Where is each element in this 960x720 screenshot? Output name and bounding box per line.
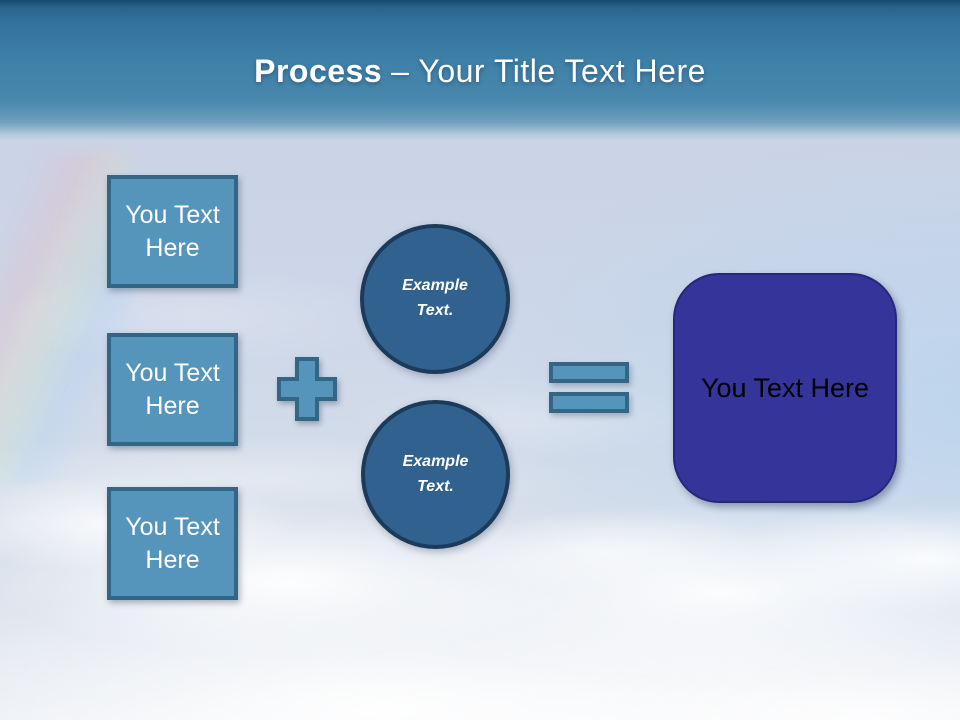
- result-box: You Text Here: [673, 273, 897, 503]
- input-box-3-label: You Text Here: [125, 513, 220, 574]
- input-box-3: You Text Here: [107, 487, 238, 600]
- input-box-2: You Text Here: [107, 333, 238, 446]
- title-keyword: Process: [254, 53, 383, 89]
- example-circle-2: Example Text.: [361, 400, 510, 549]
- result-box-label: You Text Here: [700, 372, 870, 403]
- slide-title: Process–Your Title Text Here: [0, 53, 960, 90]
- equals-icon: [549, 362, 629, 413]
- plus-icon: [277, 357, 337, 421]
- title-band: Process–Your Title Text Here: [0, 0, 960, 142]
- input-box-1: You Text Here: [107, 175, 238, 288]
- title-dash: –: [391, 53, 410, 89]
- example-circle-1: Example Text.: [360, 224, 510, 374]
- example-circle-2-label: Example Text.: [402, 452, 469, 495]
- example-circle-1-label: Example Text.: [402, 277, 468, 319]
- input-box-1-label: You Text Here: [125, 201, 220, 262]
- input-box-2-label: You Text Here: [125, 359, 220, 420]
- equals-bar-top: [549, 362, 629, 383]
- title-subtitle: Your Title Text Here: [418, 53, 706, 89]
- equals-bar-bottom: [549, 392, 629, 413]
